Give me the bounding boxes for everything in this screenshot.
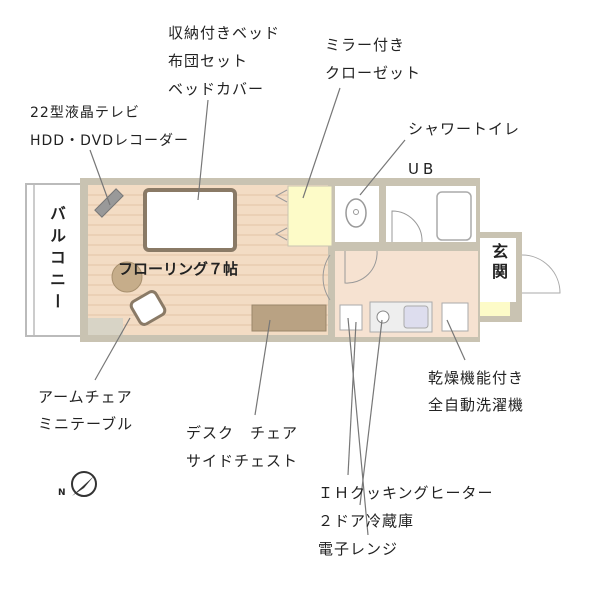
bed bbox=[143, 188, 237, 252]
washer bbox=[441, 302, 469, 332]
kitchen-label: 電子レンジ bbox=[318, 540, 399, 558]
desk bbox=[251, 304, 327, 332]
kitchen-label: ＩＨクッキングヒーター bbox=[318, 484, 494, 502]
desk-label: サイドチェスト bbox=[186, 452, 299, 470]
bed-label: 布団セット bbox=[168, 52, 249, 70]
closet bbox=[287, 185, 333, 247]
compass-north-label: N bbox=[58, 488, 67, 498]
toilet bbox=[345, 198, 367, 228]
closet-label: ミラー付き bbox=[325, 36, 406, 54]
desk-label: デスク チェア bbox=[186, 424, 299, 442]
bath-label: UB bbox=[408, 160, 438, 178]
toilet-label: シャワートイレ bbox=[408, 120, 521, 138]
tv-label: 22型液晶テレビ bbox=[30, 105, 140, 121]
washer-label: 全自動洗濯機 bbox=[428, 396, 525, 414]
tv-label: HDD・DVDレコーダー bbox=[30, 133, 189, 149]
kitchen-label: ２ドア冷蔵庫 bbox=[318, 512, 415, 530]
balcony bbox=[25, 183, 83, 337]
washer-label: 乾燥機能付き bbox=[428, 369, 525, 387]
microwave bbox=[339, 304, 363, 331]
balcony-label: バルコニー bbox=[47, 205, 66, 315]
bed-label: ベッドカバー bbox=[168, 80, 265, 98]
entrance-label: 玄関 bbox=[489, 243, 508, 283]
mini-table bbox=[111, 261, 143, 293]
entrance bbox=[480, 238, 516, 302]
compass-icon bbox=[71, 471, 97, 497]
closet-label: クローゼット bbox=[325, 64, 422, 82]
room-label: フローリング７帖 bbox=[118, 260, 239, 278]
armchair bbox=[129, 290, 167, 326]
bathtub bbox=[436, 191, 472, 241]
bed-label: 収納付きベッド bbox=[168, 24, 281, 42]
armchair-label: ミニテーブル bbox=[38, 415, 134, 433]
armchair-label: アームチェア bbox=[38, 388, 133, 406]
